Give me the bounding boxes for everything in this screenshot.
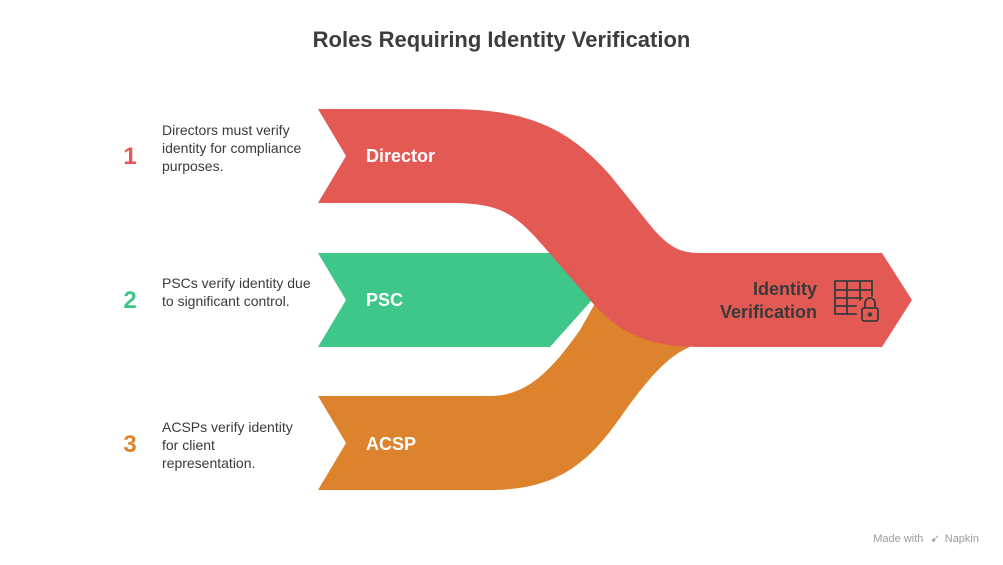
acsp-arrow	[318, 300, 690, 490]
step-description-1: Directors must verify identity for compl…	[162, 122, 302, 174]
step-number-1: 1	[123, 143, 137, 170]
target-label-line2: Verification	[720, 302, 817, 322]
psc-label: PSC	[366, 290, 403, 310]
psc-arrow	[318, 253, 592, 347]
step-number-3: 3	[123, 431, 137, 458]
director-arrow	[318, 109, 912, 347]
table-lock-icon	[834, 280, 879, 322]
target-label-line1: Identity	[753, 279, 817, 299]
step-number-2: 2	[123, 287, 137, 314]
director-label: Director	[366, 146, 435, 166]
napkin-logo-icon: ➹	[930, 533, 940, 545]
step-description-2: PSCs verify identity due to significant …	[162, 275, 311, 309]
page-title: Roles Requiring Identity Verification	[312, 27, 691, 52]
step-description-3: ACSPs verify identity for client represe…	[162, 419, 293, 471]
made-with-text: Made with	[873, 533, 924, 545]
acsp-label: ACSP	[366, 434, 416, 454]
footer-credit: Made with ➹ Napkin	[873, 532, 979, 545]
napkin-brand: Napkin	[944, 533, 979, 545]
